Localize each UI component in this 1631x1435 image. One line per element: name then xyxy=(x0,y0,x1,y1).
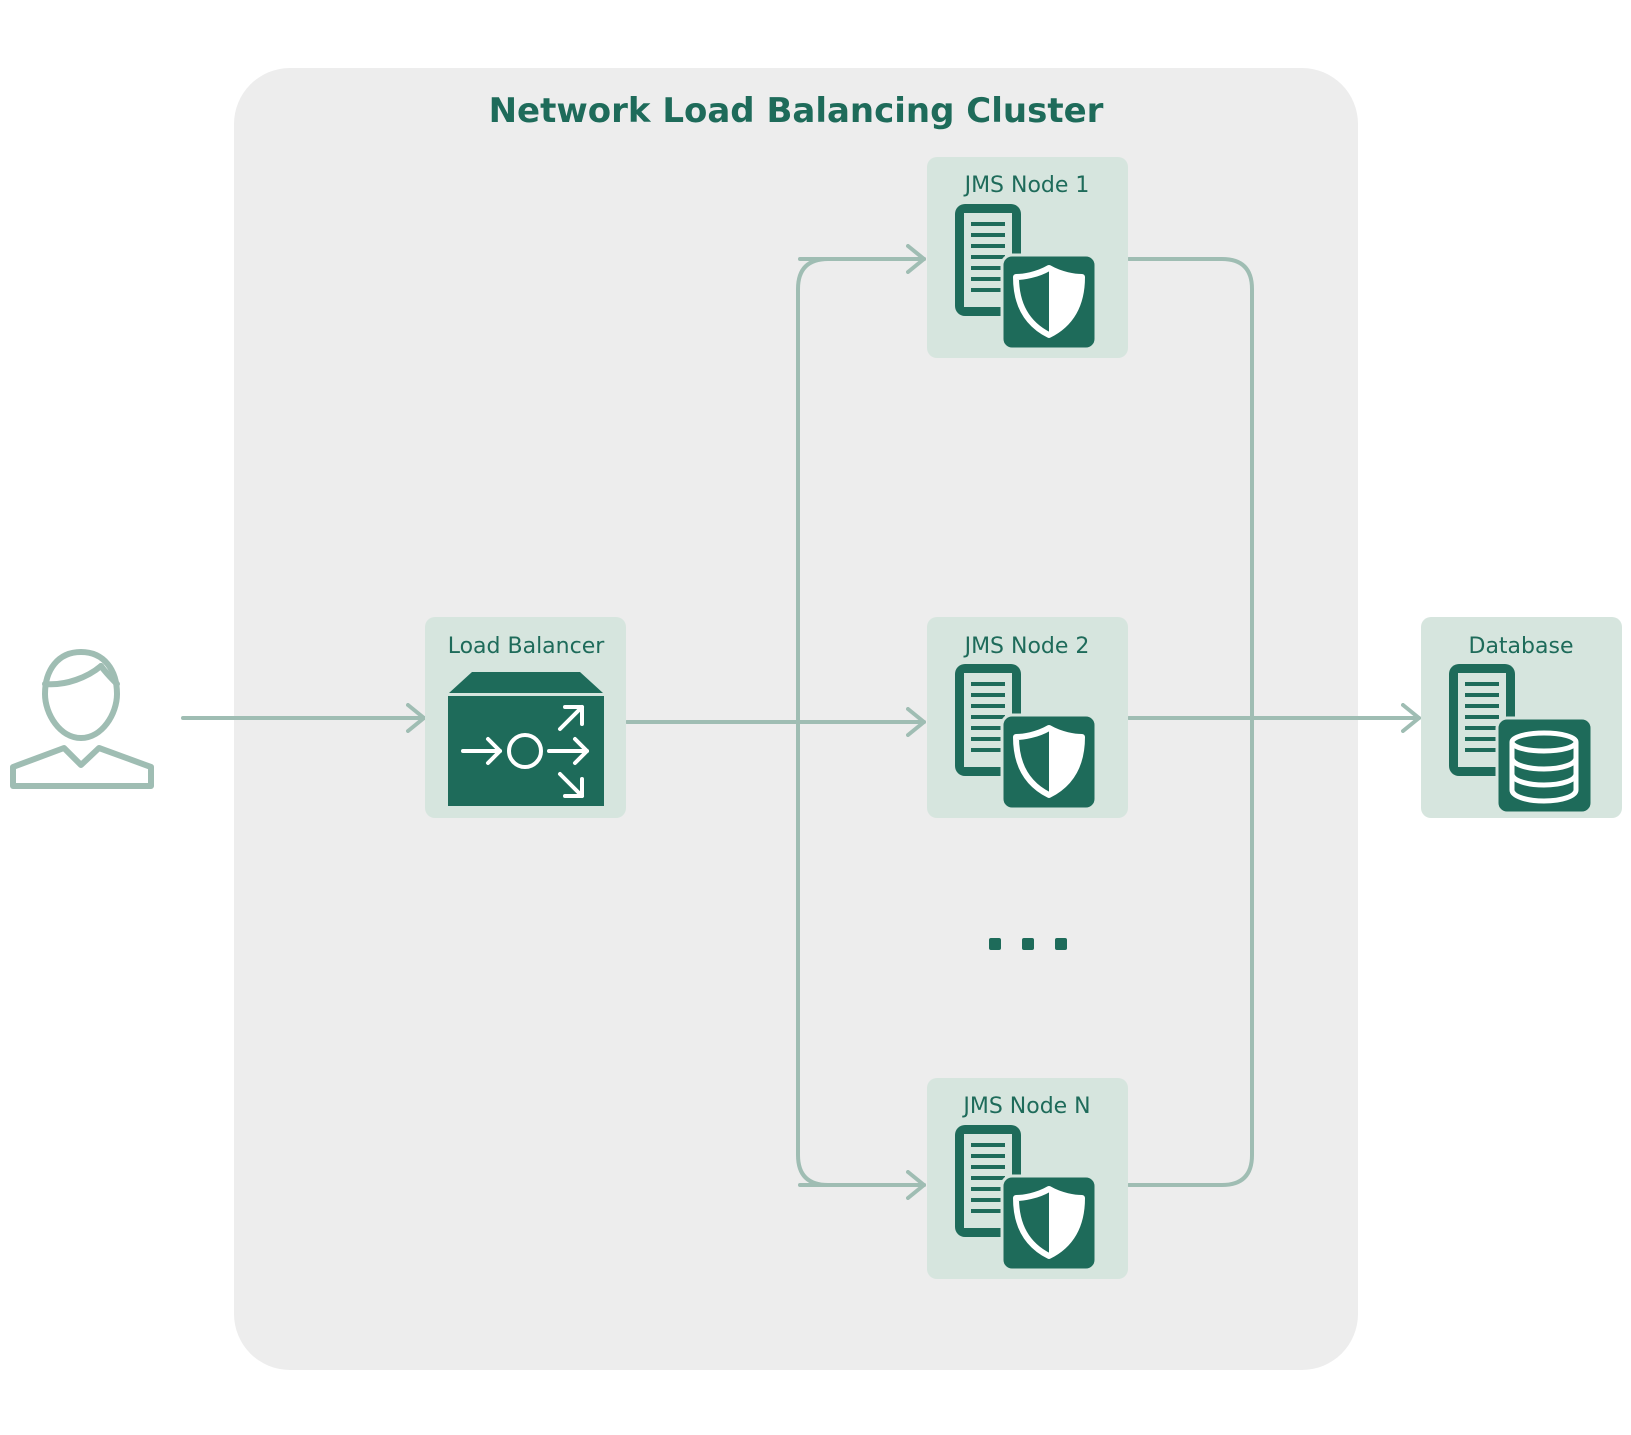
server-database-icon xyxy=(1449,664,1594,815)
jms-node-n: JMS Node N xyxy=(927,1078,1128,1279)
user-icon xyxy=(10,649,154,789)
database-label: Database xyxy=(1469,634,1574,659)
ellipsis-icon xyxy=(989,938,1067,950)
database-node: Database xyxy=(1421,617,1622,818)
jms-node-n-label: JMS Node N xyxy=(961,1094,1090,1119)
load-balancer-label: Load Balancer xyxy=(448,634,606,659)
jms-node-2: JMS Node 2 xyxy=(927,617,1128,818)
jms-node-1-label: JMS Node 1 xyxy=(963,173,1090,198)
load-balancer-node: Load Balancer xyxy=(425,617,626,818)
connectors xyxy=(181,244,1421,1200)
load-balancer-icon xyxy=(448,672,604,806)
nodes-merge-line xyxy=(1127,257,1254,1187)
jms-node-1: JMS Node 1 xyxy=(927,157,1128,358)
cluster-title: Network Load Balancing Cluster xyxy=(489,91,1104,131)
jms-node-2-label: JMS Node 2 xyxy=(963,634,1090,659)
